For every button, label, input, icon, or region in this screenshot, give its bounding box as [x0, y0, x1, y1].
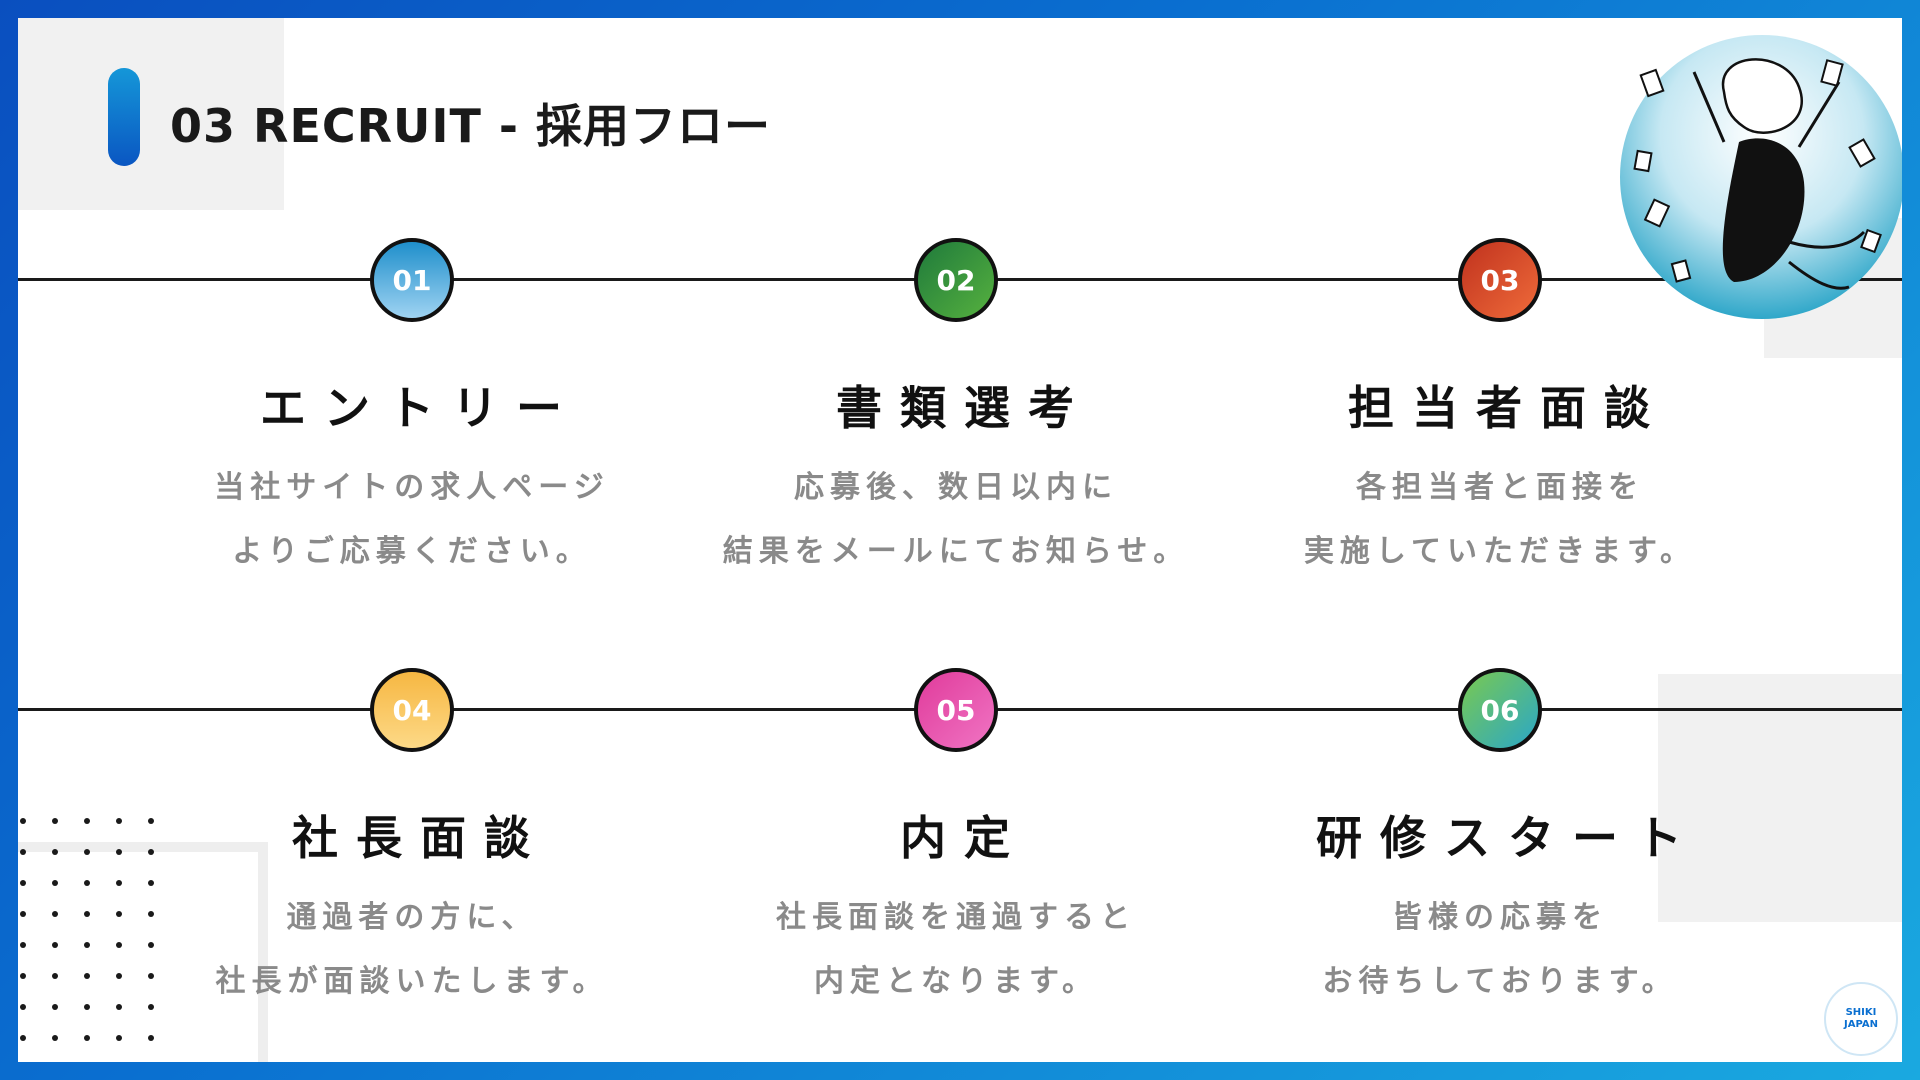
step-02-title: 書類選考 — [836, 381, 1092, 435]
step-01-number-badge: 01 — [370, 238, 454, 322]
step-06-desc-line2: お待ちしております。 — [1322, 964, 1678, 999]
step-03-desc-line2: 実施していただきます。 — [1303, 534, 1697, 569]
logo-text-line2: JAPAN — [1844, 1019, 1878, 1030]
step-03-number-badge: 03 — [1458, 238, 1542, 322]
logo-text-line1: SHIKI — [1845, 1007, 1877, 1018]
step-05-desc-line2: 内定となります。 — [813, 964, 1099, 999]
step-02-desc-line2: 結果をメールにてお知らせ。 — [722, 534, 1190, 569]
step-01-desc-line2: よりご応募ください。 — [232, 534, 592, 569]
step-06-title: 研修スタート — [1316, 811, 1700, 865]
decor-outline-square — [18, 842, 268, 1062]
decor-gray-block-right-lower — [1658, 674, 1902, 922]
slide-canvas: 03 RECRUIT - 採用フロー 01 エントリー 当社サイトの求人ページ … — [18, 18, 1902, 1062]
person-throwing-papers-illustration — [1620, 35, 1902, 319]
step-01-title: エントリー — [260, 381, 580, 435]
step-06-number-badge: 06 — [1458, 668, 1542, 752]
page-title: 03 RECRUIT - 採用フロー — [170, 99, 772, 153]
step-03-desc-line1: 各担当者と面接を — [1356, 470, 1644, 505]
step-04-number-badge: 04 — [370, 668, 454, 752]
step-02-number-badge: 02 — [914, 238, 998, 322]
step-04-title: 社長面談 — [292, 811, 548, 865]
step-03-title: 担当者面談 — [1348, 381, 1668, 435]
shiki-japan-logo: SHIKI JAPAN — [1824, 982, 1898, 1056]
step-05-desc-line1: 社長面談を通過すると — [776, 900, 1136, 935]
step-01-desc-line1: 当社サイトの求人ページ — [214, 470, 610, 505]
step-04-desc-line1: 通過者の方に、 — [286, 900, 538, 935]
decor-dot-grid — [20, 818, 156, 1041]
decor-gray-block-topleft — [18, 18, 284, 210]
step-04-desc-line2: 社長が面談いたします。 — [215, 964, 609, 999]
step-05-number-badge: 05 — [914, 668, 998, 752]
step-02-desc-line1: 応募後、数日以内に — [794, 470, 1118, 505]
step-05-title: 内定 — [900, 811, 1028, 865]
step-06-desc-line1: 皆様の応募を — [1392, 900, 1608, 935]
title-accent-bar — [108, 68, 140, 166]
